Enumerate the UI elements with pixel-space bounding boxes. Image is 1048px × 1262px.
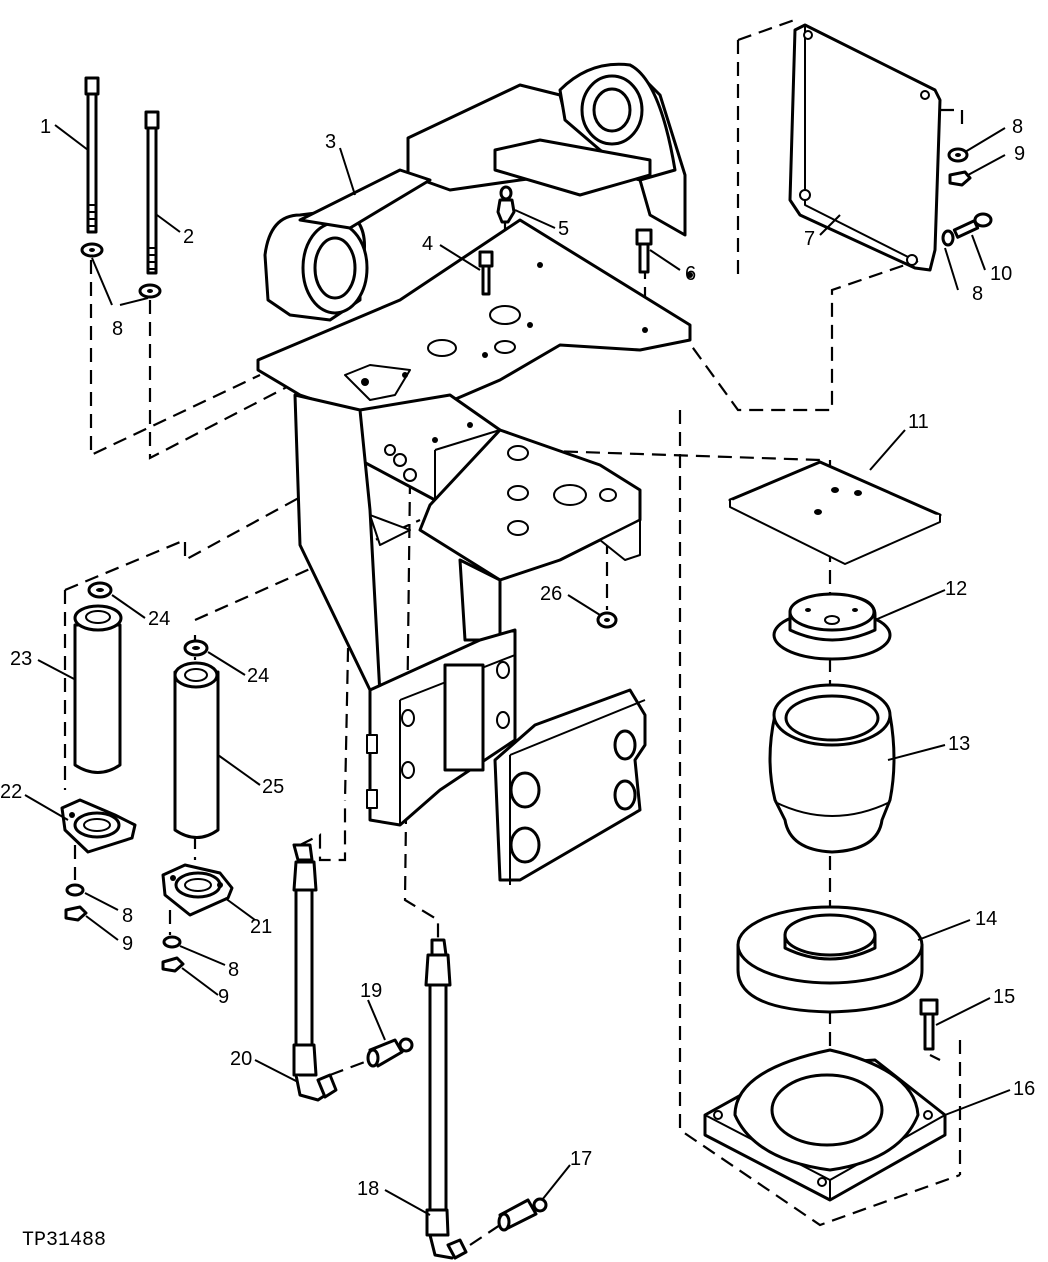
callout-20: 20 <box>230 1048 252 1070</box>
callout-22: 22 <box>0 781 22 803</box>
callout-5: 5 <box>558 218 569 240</box>
callout-labels: 1 2 3 4 5 6 7 8 8 8 8 8 9 9 9 10 11 12 1… <box>0 116 1035 1200</box>
callout-8-right: 8 <box>972 283 983 305</box>
callout-26: 26 <box>540 583 562 605</box>
cylinder-tubes <box>60 581 234 973</box>
callout-12: 12 <box>945 578 967 600</box>
callout-2: 2 <box>183 226 194 248</box>
callout-18: 18 <box>357 1178 379 1200</box>
callout-8-tube-left: 8 <box>122 905 133 927</box>
callout-8-top: 8 <box>1012 116 1023 138</box>
callout-15: 15 <box>993 986 1015 1008</box>
callout-10: 10 <box>990 263 1012 285</box>
small-bolts <box>478 185 653 629</box>
callout-9-top: 9 <box>1014 143 1025 165</box>
callout-6: 6 <box>685 263 696 285</box>
callout-19: 19 <box>360 980 382 1002</box>
main-frame <box>256 62 693 885</box>
callout-25: 25 <box>262 776 284 798</box>
callout-24-left: 24 <box>148 608 170 630</box>
callout-9-tube-left: 9 <box>122 933 133 955</box>
callout-13: 13 <box>948 733 970 755</box>
long-bolts <box>80 76 162 299</box>
callout-24-right: 24 <box>247 665 269 687</box>
mount-plate <box>788 23 993 272</box>
callout-9-tube-right: 9 <box>218 986 229 1008</box>
callout-11: 11 <box>908 411 929 433</box>
callout-3: 3 <box>325 131 336 153</box>
figure-reference: TP31488 <box>22 1229 106 1252</box>
hydraulic-hoses <box>292 843 548 1260</box>
callout-14: 14 <box>975 908 997 930</box>
callout-16: 16 <box>1013 1078 1035 1100</box>
callout-8-tube-right: 8 <box>228 959 239 981</box>
callout-8-left: 8 <box>112 318 123 340</box>
callout-17: 17 <box>570 1148 592 1170</box>
leader-lines <box>24 124 1011 1216</box>
callout-23: 23 <box>10 648 32 670</box>
callout-1: 1 <box>40 116 51 138</box>
pad-stack <box>703 460 947 1202</box>
callout-21: 21 <box>250 916 272 938</box>
callout-4: 4 <box>422 233 433 255</box>
callout-7: 7 <box>804 228 815 250</box>
